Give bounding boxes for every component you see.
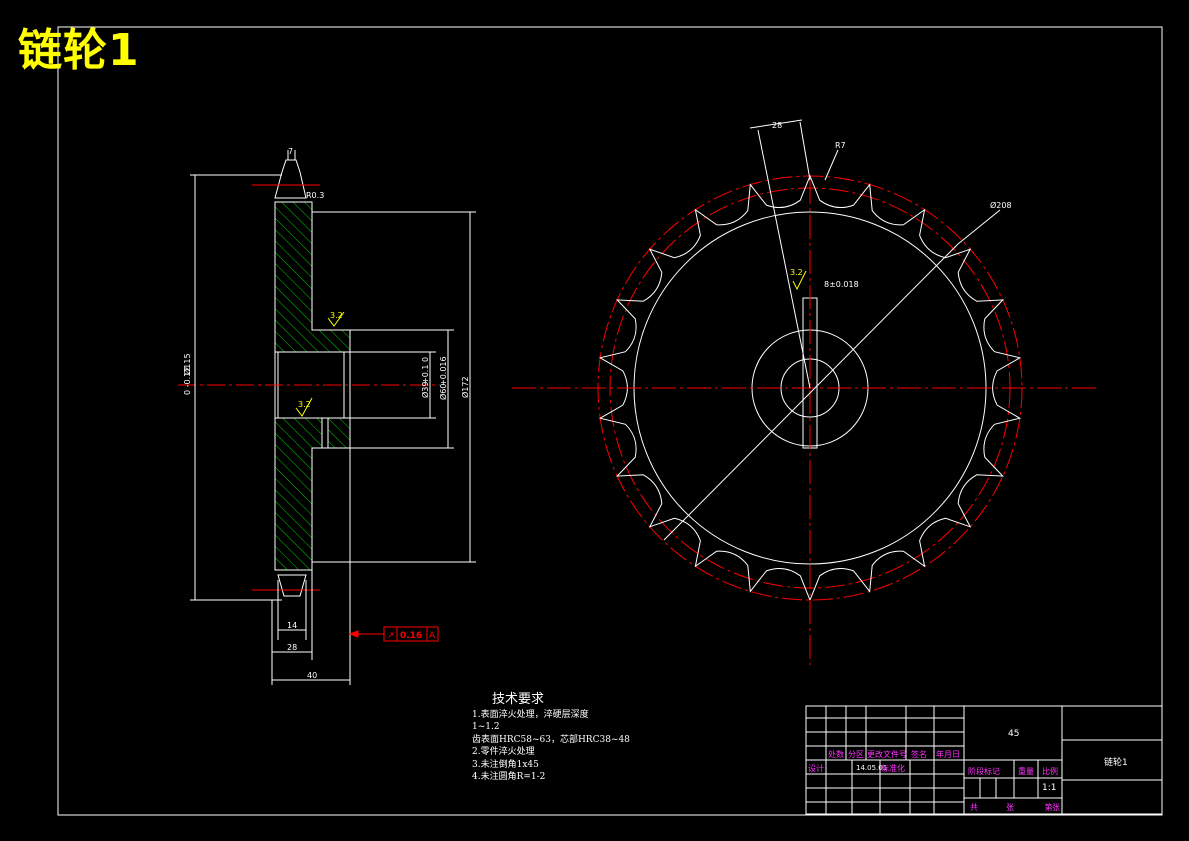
technical-requirements: 技术要求 1.表面淬火处理，淬硬层深度 1~1.2 齿表面HRC58~63，芯部… xyxy=(472,692,630,784)
title-block-grid xyxy=(805,705,1163,815)
label-scale: 比例 xyxy=(1042,767,1058,776)
material-cell: 45 xyxy=(1008,729,1020,739)
tol-symbol: ↗ xyxy=(387,631,395,641)
keyway-tolerance: 8±0.018 xyxy=(824,280,859,289)
drawing-title: 链轮1 xyxy=(18,25,140,76)
roughness-bore: 3.2 xyxy=(298,400,311,409)
label-total: 共 xyxy=(970,803,978,812)
tol-datum: A xyxy=(429,631,436,641)
label-design: 设计 xyxy=(808,764,824,773)
roughness-front: 3.2 xyxy=(790,268,803,277)
dim-w28: 28 xyxy=(287,643,297,652)
dim-front-outer: Ø208 xyxy=(990,200,1012,210)
dim-top-width: 7 xyxy=(288,147,293,156)
label-weight: 重量 xyxy=(1018,767,1034,776)
tech-line-4: 2.零件淬火处理 xyxy=(472,747,535,757)
dim-hub-dia: Ø60 xyxy=(438,384,448,400)
dim-outer-tol: 0 -0.12 xyxy=(183,367,192,395)
label-signature: 签名 xyxy=(911,750,927,759)
dim-w40: 40 xyxy=(307,671,317,680)
dim-bore-tol: +0.1 0 xyxy=(421,357,430,384)
label-count: 处数 xyxy=(828,750,844,759)
label-sheets: 张 第 xyxy=(1006,803,1067,812)
label-zone: 分区 xyxy=(848,750,864,759)
outer-border xyxy=(57,26,1163,816)
geometric-tolerance-frame: ↗ 0.16 A xyxy=(383,626,439,642)
label-stage: 阶段标记 xyxy=(968,767,1000,776)
tech-line-3: 齿表面HRC58~63，芯部HRC38~48 xyxy=(472,734,630,745)
label-sheet-end: 张 xyxy=(1052,803,1060,812)
dim-tip-radius: R0.3 xyxy=(306,191,324,200)
dim-hub-tol: +0.016 xyxy=(439,356,448,386)
dim-angle: 28 xyxy=(772,121,782,130)
dim-w14: 14 xyxy=(287,621,297,630)
tol-value: 0.16 xyxy=(400,631,422,641)
tech-line-6: 4.未注圆角R=1-2 xyxy=(472,772,546,782)
label-standardization: 标准化 xyxy=(881,764,905,773)
tech-line-2: 1~1.2 xyxy=(472,722,500,732)
tech-line-5: 3.未注倒角1x45 xyxy=(472,759,539,770)
front-view xyxy=(512,119,1100,665)
dim-outer-dia: Ø115 xyxy=(182,353,192,375)
part-name-cell: 链轮1 xyxy=(1104,758,1128,768)
tech-line-1: 1.表面淬火处理，淬硬层深度 xyxy=(472,709,589,720)
roughness-hub: 3.2 xyxy=(330,311,343,320)
design-date: 14.05.01 xyxy=(856,764,888,772)
scale-value: 1:1 xyxy=(1042,783,1057,793)
label-change-doc: 更改文件号 xyxy=(867,750,907,759)
dim-bore-dia: Ø39 xyxy=(420,382,430,398)
section-view xyxy=(178,150,476,685)
dim-flange-dia: Ø172 xyxy=(460,376,470,398)
label-date: 年月日 xyxy=(936,750,960,759)
tech-heading: 技术要求 xyxy=(492,692,545,707)
dim-front-tip-radius: R7 xyxy=(835,141,846,150)
